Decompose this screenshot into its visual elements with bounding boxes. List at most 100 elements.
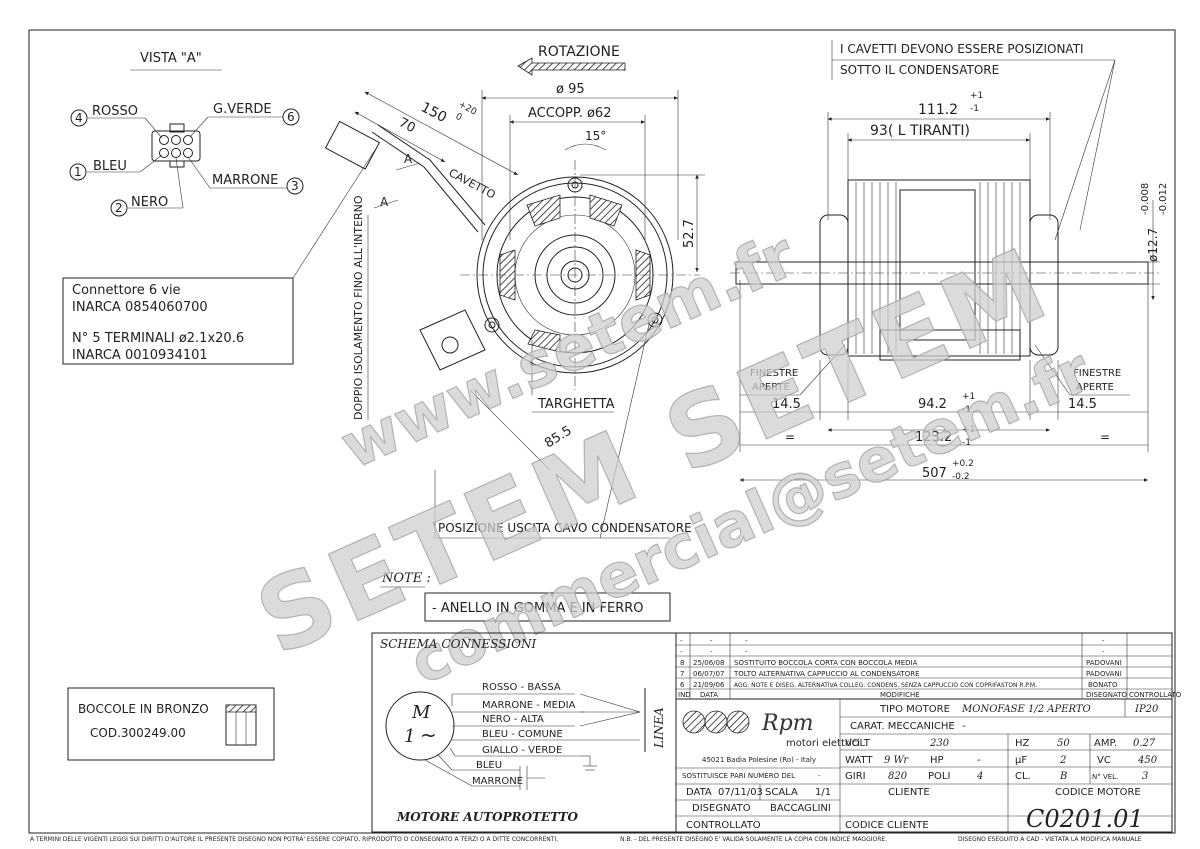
connection-schematic: SCHEMA CONNESSIONI M 1 ~ LINEA ROSSO - B… <box>371 632 677 833</box>
nameplate-label: TARGHETTA <box>537 397 615 412</box>
line-label: LINEA <box>652 707 666 749</box>
schematic-wire-2: NERO - ALTA <box>482 714 544 725</box>
wire-num-6: 6 <box>287 110 295 124</box>
dim-tie-rods: 93( L TIRANTI) <box>870 123 970 139</box>
capacitor-position-label: POSIZIONE USCITA CAVO CONDENSATORE <box>438 521 692 535</box>
dim-145-left: 14.5 <box>772 397 801 412</box>
note-label: NOTE : <box>381 571 431 586</box>
vc-label: VC <box>1097 755 1111 766</box>
rev-4-date: 21/09/06 <box>693 681 725 689</box>
dim-shaft-tol-dn: -0.012 <box>1158 183 1169 215</box>
windows-left-1: FINESTRE <box>750 368 798 379</box>
windows-left-2: APERTE <box>752 382 790 393</box>
brand-address: 45021 Badia Polesine (Ro) - Italy <box>702 756 816 764</box>
rotation-arrow-icon <box>517 57 626 76</box>
revisions-table: - - - - - - - - 8 25/06/08 SOSTITUITO BO… <box>675 632 1182 700</box>
cable-note-1: I CAVETTI DEVONO ESSERE POSIZIONATI <box>840 42 1084 56</box>
tipo-motore-value: MONOFASE 1/2 APERTO <box>961 704 1091 715</box>
schematic-wire-1: MARRONE - MEDIA <box>482 700 576 711</box>
dim-l150-tol-dn: 0 <box>454 112 464 124</box>
disegnato-label: DISEGNATO <box>692 803 751 814</box>
hz-label: HZ <box>1015 738 1030 749</box>
rotation-label: ROTAZIONE <box>538 44 620 60</box>
front-view: ROTAZIONE ø 95 ACCOPP. ø62 15° 52.7 <box>324 44 705 539</box>
rev-3-by: PADOVANI <box>1086 670 1122 678</box>
amp-label: AMP. <box>1094 738 1117 749</box>
section-a-lower: A <box>380 195 389 209</box>
bushings-line1: BOCCOLE IN BRONZO <box>78 702 209 716</box>
connector-line2: INARCA 0854060700 <box>72 300 208 315</box>
dim-942-tol-up: +1 <box>962 392 975 402</box>
schematic-wire-0: ROSSO - BASSA <box>482 682 561 693</box>
dim-942: 94.2 <box>918 397 947 412</box>
watt-label: WATT <box>845 755 873 766</box>
dim-942-tol-dn: -1 <box>962 405 971 415</box>
dim-d95: ø 95 <box>556 82 585 97</box>
footer: A TERMINI DELLE VIGENTI LEGGI SUI DIRITT… <box>30 836 1142 843</box>
schematic-wire-5: BLEU <box>476 760 502 771</box>
wire-num-3: 3 <box>291 179 299 193</box>
schematic-footer: MOTORE AUTOPROTETTO <box>396 810 579 824</box>
wire-label-marrone: MARRONE <box>212 173 278 188</box>
rev-header-ind: IND <box>678 691 691 699</box>
rev-1-date: - <box>710 648 713 656</box>
rev-4-ind: 6 <box>680 681 685 689</box>
motor-tilde: ~ <box>420 723 437 747</box>
scala-value: 1/1 <box>815 787 831 798</box>
rev-0-text: - <box>745 637 748 645</box>
cable-note-2: SOTTO IL CONDENSATORE <box>840 63 999 77</box>
giri-value: 820 <box>888 771 908 782</box>
watermark: www.setem.fr SETEM SETEM commercial@sete… <box>240 217 1102 699</box>
dim-d1112: 111.2 <box>918 102 958 118</box>
dim-1232-tol-up: +1 <box>962 425 975 435</box>
dim-1232-tol-dn: -1 <box>962 438 971 448</box>
rev-1-ind: - <box>680 648 683 656</box>
codice-motore-label: CODICE MOTORE <box>1055 787 1141 798</box>
volt-label: VOLT <box>845 738 871 749</box>
carat-value: - <box>962 721 966 732</box>
scala-label: SCALA <box>765 787 798 798</box>
ip-rating: IP20 <box>1134 704 1159 715</box>
dim-507-tol-up: +0.2 <box>952 459 974 469</box>
motor-1: 1 <box>404 726 415 747</box>
volt-value: 230 <box>929 738 950 749</box>
rev-header-mod: MODIFICHE <box>880 691 920 699</box>
dim-507: 507 <box>922 466 947 481</box>
insulation-note: DOPPIO ISOLAMENTO FINO ALL'INTERNO <box>352 195 365 420</box>
rev-4-text: AGG. NOTE E DISEG. ALTERNATIVA COLLEG. C… <box>734 682 1037 689</box>
giri-label: GIRI <box>845 771 866 782</box>
data-label: DATA <box>686 787 712 798</box>
rev-3-ind: 7 <box>680 670 684 678</box>
cliente-label: CLIENTE <box>888 787 930 798</box>
tipo-motore-label: TIPO MOTORE <box>879 704 950 715</box>
footer-mid: N.B. - DEL PRESENTE DISEGNO E' VALIDA SO… <box>620 836 887 843</box>
title-block: Rpm motori elettrici 45021 Badia Polesin… <box>675 698 1173 833</box>
brand: Rpm <box>761 711 814 736</box>
rev-1-text: - <box>745 648 748 656</box>
dim-h527: 52.7 <box>682 219 697 248</box>
dim-shaft-tol-up: -0.008 <box>1140 183 1151 215</box>
schematic-title: SCHEMA CONNESSIONI <box>380 637 536 651</box>
wire-label-gverde: G.VERDE <box>213 102 272 117</box>
uf-label: µF <box>1015 755 1027 766</box>
codice-cliente-label: CODICE CLIENTE <box>845 820 929 831</box>
dim-d1112-tol-up: +1 <box>970 91 983 101</box>
rpm-logo: Rpm motori elettrici 45021 Badia Polesin… <box>682 710 860 764</box>
carat-label: CARAT. MECCANICHE <box>850 721 955 732</box>
notes: NOTE : - ANELLO IN GOMMA E IN FERRO <box>380 571 671 622</box>
uf-value: 2 <box>1059 755 1066 766</box>
vel-value: 3 <box>1142 771 1148 782</box>
rev-3-text: TOLTO ALTERNATIVA CAPPUCCIO AL CONDENSAT… <box>733 670 920 678</box>
rev-4-by: BONATO <box>1088 681 1118 689</box>
poli-value: 4 <box>976 771 983 782</box>
dim-accopp: ACCOPP. ø62 <box>528 106 611 121</box>
controllato-label: CONTROLLATO <box>686 820 761 831</box>
poli-label: POLI <box>928 771 950 782</box>
data-value: 07/11/03 <box>718 787 763 798</box>
footer-left: A TERMINI DELLE VIGENTI LEGGI SUI DIRITT… <box>30 836 558 843</box>
dim-eq-left: = <box>785 430 795 444</box>
footer-right: DISEGNO ESEGUITO A CAD - VIETATA LA MODI… <box>958 836 1142 843</box>
amp-value: 0.27 <box>1133 738 1156 749</box>
rev-2-by: PADOVANI <box>1086 659 1122 667</box>
dim-507-tol-dn: -0.2 <box>952 472 970 482</box>
